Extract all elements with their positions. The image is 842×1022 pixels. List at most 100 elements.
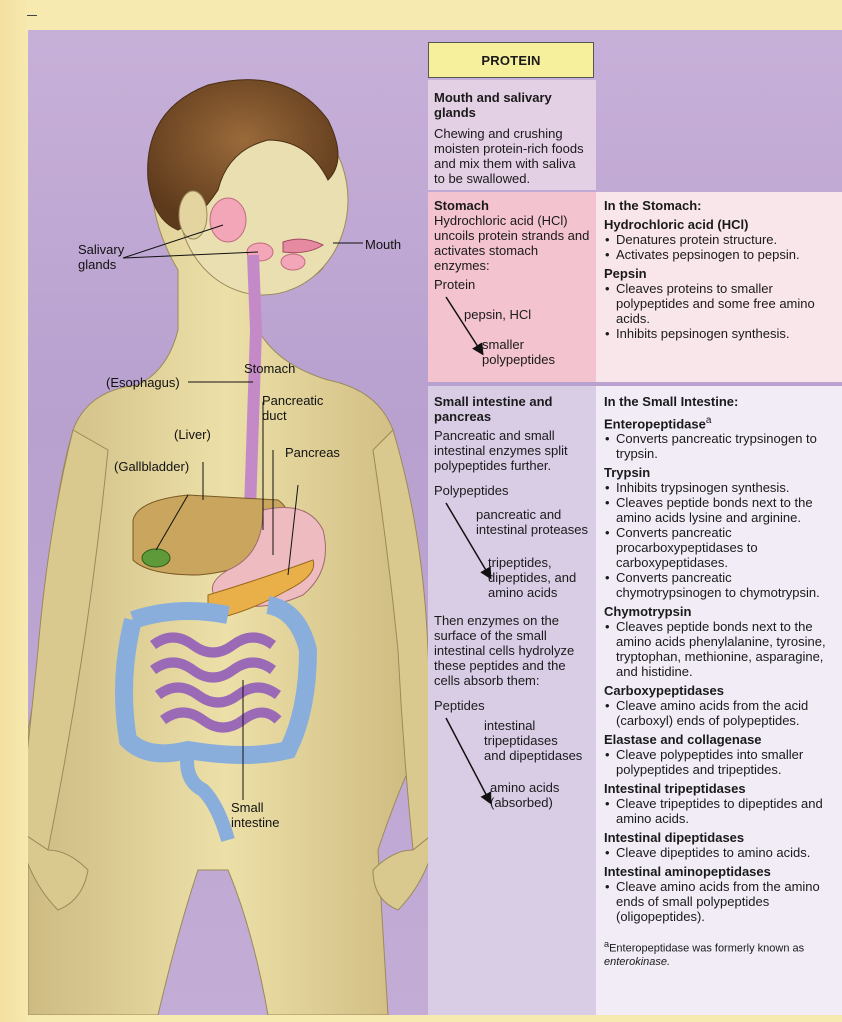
stomach-right-heading: In the Stomach: <box>604 198 834 213</box>
stomach-enzyme-list: Hydrochloric acid (HCl)Denatures protein… <box>604 217 834 341</box>
gallbladder <box>142 549 170 567</box>
enzyme-action: Denatures protein structure. <box>604 232 834 247</box>
enzyme-action: Inhibits pepsinogen synthesis. <box>604 326 834 341</box>
small-intestine-text: Pancreatic and small intestinal enzymes … <box>434 428 590 473</box>
small-intestine-section: Small intestine and pancreas Pancreatic … <box>428 386 842 1015</box>
enzyme-block: Intestinal dipeptidasesCleave dipeptides… <box>604 830 834 860</box>
stomach-text: Hydrochloric acid (HCl) uncoils protein … <box>434 213 590 273</box>
enzyme-action: Converts pancreatic chymotrypsinogen to … <box>604 570 834 600</box>
enzyme-actions: Cleave tripeptides to dipeptides and ami… <box>604 796 834 826</box>
small-intestine-enzyme-list: EnteropeptidaseaConverts pancreatic tryp… <box>604 413 834 924</box>
stomach-left: Stomach Hydrochloric acid (HCl) uncoils … <box>428 192 596 382</box>
enzyme-name: Chymotrypsin <box>604 604 834 619</box>
enzyme-actions: Denatures protein structure.Activates pe… <box>604 232 834 262</box>
enzyme-block: CarboxypeptidasesCleave amino acids from… <box>604 683 834 728</box>
enzyme-name: Elastase and collagenase <box>604 732 834 747</box>
enzyme-name-text: Hydrochloric acid (HCl) <box>604 217 748 232</box>
enzyme-name-text: Intestinal tripeptidases <box>604 781 746 796</box>
enzyme-action: Cleave polypeptides into smaller polypep… <box>604 747 834 777</box>
body-illustration <box>28 30 448 1015</box>
footnote-text: Enteropeptidase was formerly known as <box>609 943 804 955</box>
mouth-section: Mouth and salivary glands Chewing and cr… <box>428 80 596 190</box>
enzyme-action: Inhibits trypsinogen synthesis. <box>604 480 834 495</box>
enzyme-name-text: Chymotrypsin <box>604 604 691 619</box>
enzyme-actions: Cleaves proteins to smaller polypeptides… <box>604 281 834 341</box>
enzyme-actions: Converts pancreatic trypsinogen to tryps… <box>604 431 834 461</box>
salivary-gland-parotid <box>210 198 246 242</box>
enzyme-name-text: Trypsin <box>604 465 650 480</box>
stomach-section: Stomach Hydrochloric acid (HCl) uncoils … <box>428 192 842 382</box>
enzyme-name: Intestinal dipeptidases <box>604 830 834 845</box>
label-salivary-glands: Salivary glands <box>78 242 124 272</box>
footnote: aEnteropeptidase was formerly known as e… <box>604 938 834 969</box>
polypeptide-reaction: Polypeptides pancreatic and intestinal p… <box>434 483 590 613</box>
label-liver: (Liver) <box>174 427 211 442</box>
label-mouth: Mouth <box>365 237 401 252</box>
enzyme-action: Converts pancreatic trypsinogen to tryps… <box>604 431 834 461</box>
enzyme-action: Cleaves peptide bonds next to the amino … <box>604 619 834 679</box>
anatomy-figure: Salivary glands Mouth (Esophagus) Stomac… <box>28 30 448 1015</box>
peptide-reaction: Peptides intestinal tripeptidases and di… <box>434 698 590 828</box>
small-intestine-left: Small intestine and pancreas Pancreatic … <box>428 386 596 1015</box>
enzyme-name: Trypsin <box>604 465 834 480</box>
enzyme-block: Hydrochloric acid (HCl)Denatures protein… <box>604 217 834 262</box>
enzyme-action: Cleaves proteins to smaller polypeptides… <box>604 281 834 326</box>
enzyme-block: EnteropeptidaseaConverts pancreatic tryp… <box>604 413 834 461</box>
enzyme-actions: Inhibits trypsinogen synthesis.Cleaves p… <box>604 480 834 600</box>
small-intestine-right-heading: In the Small Intestine: <box>604 394 834 409</box>
label-small-intestine: Small intestine <box>231 800 279 830</box>
enzyme-action: Converts pancreatic procarboxypeptidases… <box>604 525 834 570</box>
enzyme-action: Activates pepsinogen to pepsin. <box>604 247 834 262</box>
enzyme-block: Elastase and collagenaseCleave polypepti… <box>604 732 834 777</box>
enzyme-name: Intestinal tripeptidases <box>604 781 834 796</box>
enzyme-action: Cleave amino acids from the acid (carbox… <box>604 698 834 728</box>
mouth-text: Chewing and crushing moisten protein-ric… <box>434 126 590 186</box>
enzyme-name: Intestinal aminopeptidases <box>604 864 834 879</box>
enzyme-name-text: Carboxypeptidases <box>604 683 724 698</box>
enzyme-action: Cleave amino acids from the amino ends o… <box>604 879 834 924</box>
enzyme-name: Hydrochloric acid (HCl) <box>604 217 834 232</box>
reaction1-product: tripeptides, dipeptides, and amino acids <box>488 555 576 600</box>
enzyme-name: Enteropeptidasea <box>604 413 834 431</box>
stomach-reaction: Protein pepsin, HCl smaller polypeptides <box>434 277 590 367</box>
mouth-heading: Mouth and salivary glands <box>434 90 590 120</box>
salivary-gland-sub2 <box>281 254 305 270</box>
small-intestine-text2: Then enzymes on the surface of the small… <box>434 613 590 688</box>
reaction2-enzyme: intestinal tripeptidases and dipeptidase… <box>484 718 582 763</box>
enzyme-name-text: Intestinal dipeptidases <box>604 830 744 845</box>
label-esophagus: (Esophagus) <box>106 375 180 390</box>
enzyme-action: Cleave dipeptides to amino acids. <box>604 845 834 860</box>
label-stomach: Stomach <box>244 361 295 376</box>
small-intestine-right: In the Small Intestine: Enteropeptidasea… <box>596 386 842 1015</box>
enzyme-name-text: Intestinal aminopeptidases <box>604 864 771 879</box>
enzyme-action: Cleaves peptide bonds next to the amino … <box>604 495 834 525</box>
enzyme-actions: Cleaves peptide bonds next to the amino … <box>604 619 834 679</box>
enzyme-name-text: Pepsin <box>604 266 647 281</box>
label-gallbladder: (Gallbladder) <box>114 459 189 474</box>
enzyme-block: Intestinal tripeptidasesCleave tripeptid… <box>604 781 834 826</box>
enzyme-actions: Cleave amino acids from the amino ends o… <box>604 879 834 924</box>
reaction-product: smaller polypeptides <box>482 337 555 367</box>
enzyme-block: PepsinCleaves proteins to smaller polype… <box>604 266 834 341</box>
reaction-enzyme: pepsin, HCl <box>464 307 531 322</box>
protein-header: PROTEIN <box>428 42 594 78</box>
label-pancreas: Pancreas <box>285 445 340 460</box>
stomach-right: In the Stomach: Hydrochloric acid (HCl)D… <box>596 192 842 382</box>
label-pancreatic-duct: Pancreatic duct <box>262 393 323 423</box>
enzyme-name: Pepsin <box>604 266 834 281</box>
enzyme-name-text: Enteropeptidase <box>604 416 706 431</box>
small-intestine-heading: Small intestine and pancreas <box>434 394 590 424</box>
illustration-panel: Salivary glands Mouth (Esophagus) Stomac… <box>28 30 842 1015</box>
enzyme-actions: Cleave dipeptides to amino acids. <box>604 845 834 860</box>
corner-mark <box>27 15 37 16</box>
reaction-from: Protein <box>434 277 475 292</box>
enzyme-block: TrypsinInhibits trypsinogen synthesis.Cl… <box>604 465 834 600</box>
reaction2-from: Peptides <box>434 698 485 713</box>
enzyme-block: Intestinal aminopeptidasesCleave amino a… <box>604 864 834 924</box>
footnote-emphasis: enterokinase. <box>604 956 670 968</box>
reaction2-product: amino acids (absorbed) <box>490 780 559 810</box>
footnote-ref: a <box>706 415 712 426</box>
enzyme-name: Carboxypeptidases <box>604 683 834 698</box>
reaction1-from: Polypeptides <box>434 483 508 498</box>
enzyme-name-text: Elastase and collagenase <box>604 732 762 747</box>
